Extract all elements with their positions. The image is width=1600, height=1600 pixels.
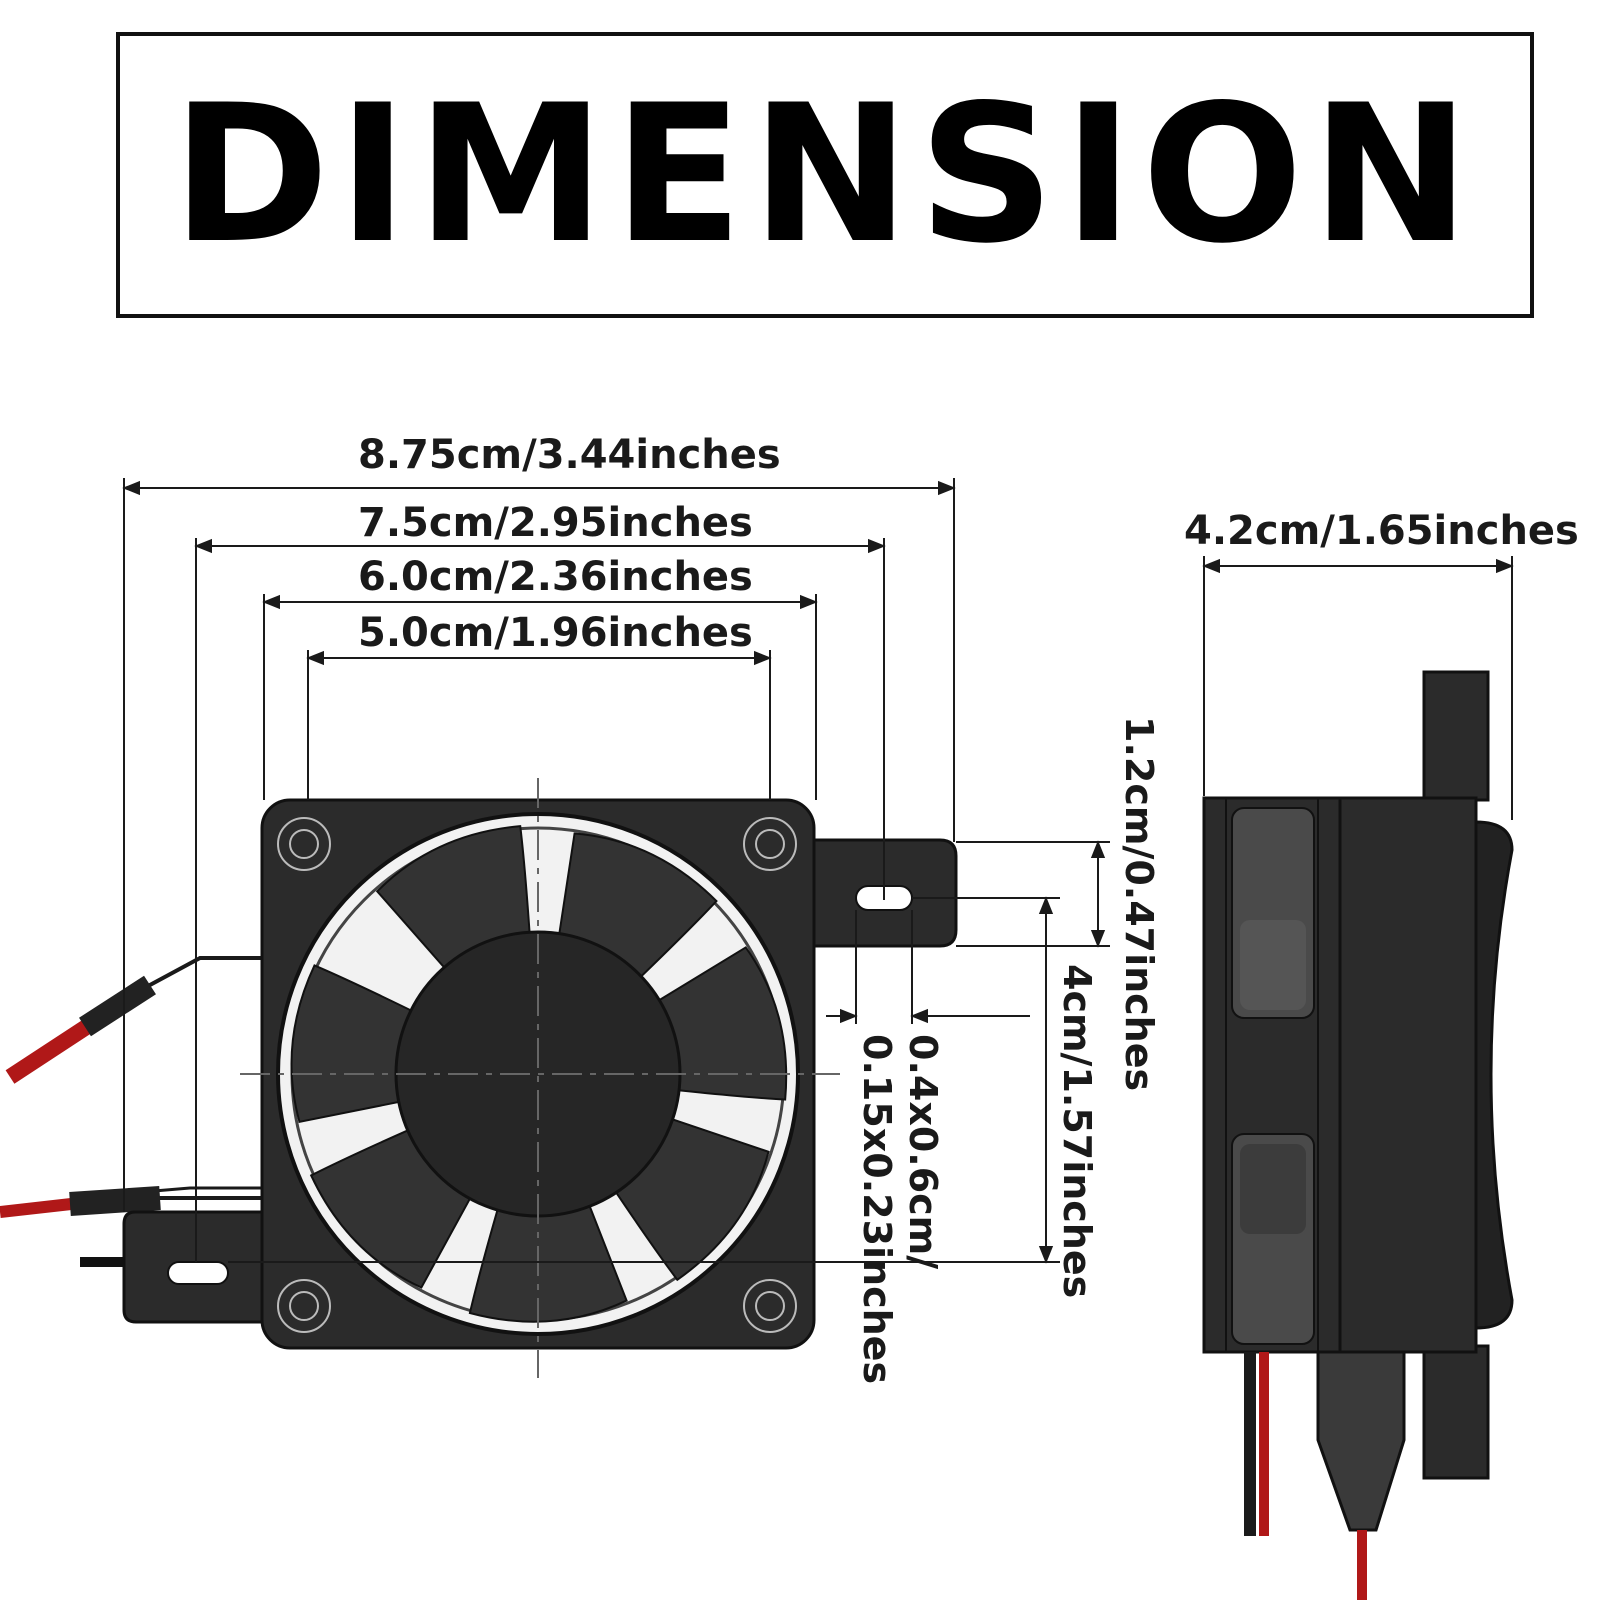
front-view (0, 778, 958, 1378)
page-title: DIMENSION (171, 64, 1479, 285)
wire-top (5, 956, 262, 1084)
dim-label-slot-span: 4cm/1.57inches (1055, 964, 1099, 1298)
dim-label-depth: 4.2cm/1.65inches (1184, 508, 1579, 554)
dim-label-fan-width: 6.0cm/2.36inches (358, 554, 753, 600)
title-box: DIMENSION (116, 32, 1534, 318)
dim-label-slot-size-line1: 0.4x0.6cm/ (901, 1034, 945, 1269)
dim-label-slot-size-line2: 0.15x0.23inches (855, 1034, 899, 1384)
dim-label-tab-height: 1.2cm/0.47inches (1117, 716, 1161, 1091)
side-view (1202, 670, 1514, 1600)
side-top-tab (1422, 670, 1490, 802)
side-shroud (1474, 820, 1514, 1330)
side-wire-connector (1316, 1350, 1406, 1532)
dim-label-mount-hole-span: 7.5cm/2.95inches (358, 500, 753, 546)
front-dimension-lines (122, 478, 1110, 1264)
side-bottom-tab (1422, 1344, 1490, 1480)
left-tab-slot (167, 1261, 229, 1285)
left-mount-tab (122, 1210, 264, 1324)
dim-label-overall-width: 8.75cm/3.44inches (358, 432, 781, 478)
corner-holes (277, 817, 797, 1333)
side-dimension-lines (1202, 556, 1514, 820)
dim-label-fan-hole-span: 5.0cm/1.96inches (358, 610, 753, 656)
